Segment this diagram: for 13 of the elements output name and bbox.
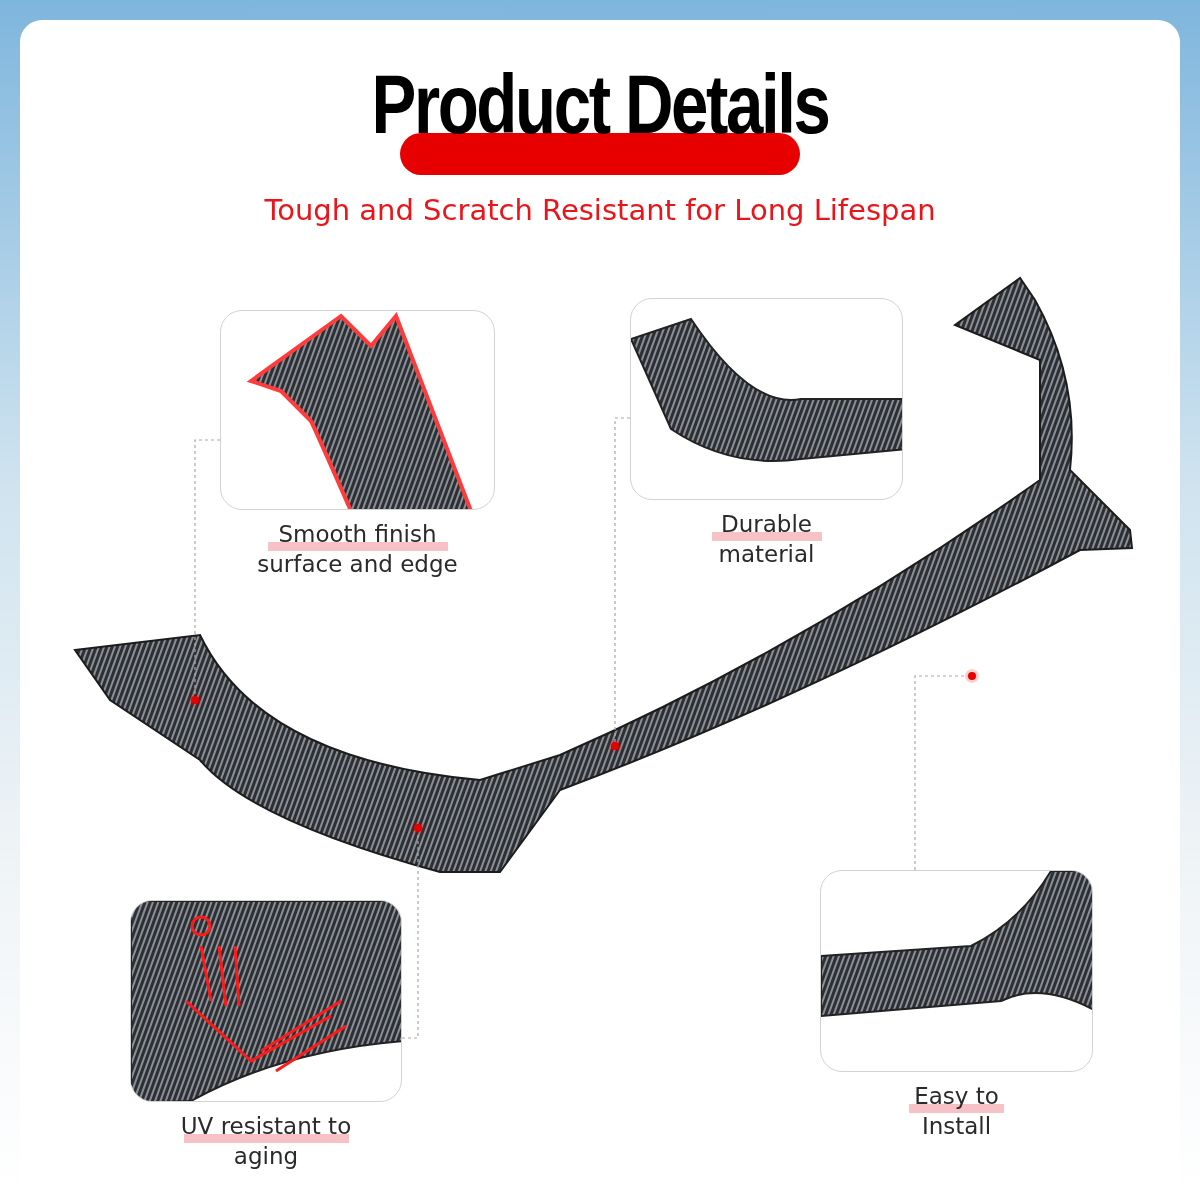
marker-dot — [968, 672, 976, 680]
photo-placeholder — [220, 310, 495, 510]
title: Product Details — [370, 62, 830, 146]
leader-line — [194, 439, 221, 697]
leader-line — [614, 417, 631, 743]
photo-placeholder — [130, 900, 402, 1102]
photo-placeholder — [820, 870, 1093, 1072]
marker-dot — [414, 824, 422, 832]
subtitle: Tough and Scratch Resistant for Long Lifespan — [263, 193, 937, 228]
leader-line — [914, 675, 969, 871]
marker-dot — [611, 742, 619, 750]
photo-placeholder — [630, 298, 903, 500]
marker-dot — [191, 696, 199, 704]
